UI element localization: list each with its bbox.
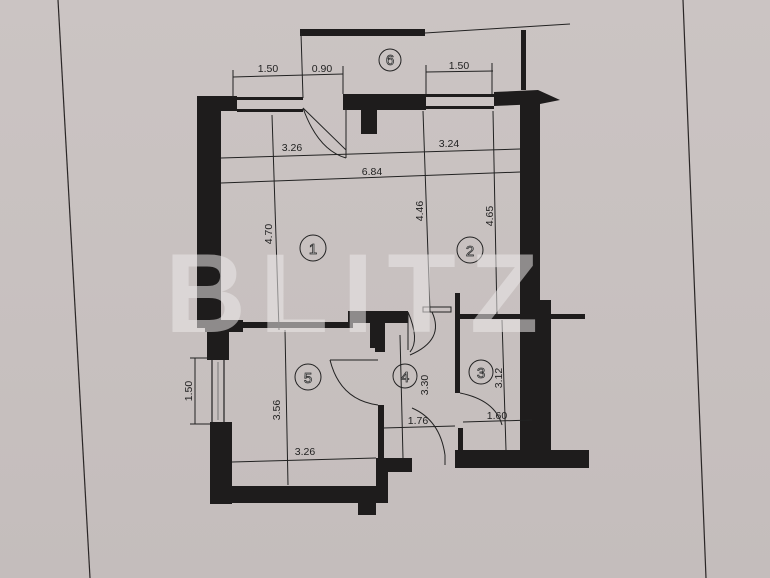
dim-room1-width: 3.26 — [282, 142, 303, 154]
room-2-label: 2 — [466, 243, 474, 260]
dim-room2-width: 3.24 — [439, 138, 460, 150]
room-6-label: 6 — [386, 52, 394, 69]
dim-room5-window: 1.50 — [183, 381, 195, 402]
dim-top-window-right: 1.50 — [449, 60, 470, 72]
dim-room3-depth: 3.12 — [493, 368, 505, 389]
dim-room5-depth: 3.56 — [271, 400, 283, 421]
dim-top-window-left: 1.50 — [258, 63, 279, 75]
room-5-marker — [294, 363, 322, 391]
page-margin-left — [57, 0, 91, 578]
dim-top-door: 0.90 — [312, 63, 333, 75]
room-1-label: 1 — [309, 241, 317, 258]
dimension-lines — [220, 63, 533, 486]
room-3-marker — [468, 359, 494, 385]
room-markers: 6 1 2 3 4 5 — [294, 48, 494, 391]
dim-room1-depth: 4.70 — [263, 224, 275, 245]
window-room-5 — [190, 357, 225, 425]
room-4-marker — [392, 363, 418, 389]
room-2-marker — [456, 236, 484, 264]
page-margin-right — [682, 0, 707, 578]
room-6-marker — [378, 48, 402, 72]
interior-walls — [243, 293, 585, 460]
room-1-marker — [299, 234, 327, 262]
balcony-room-6 — [300, 23, 571, 99]
dim-mid-depth: 4.46 — [414, 201, 426, 222]
outer-walls — [197, 90, 589, 515]
dimension-labels: 1.50 0.90 1.50 3.26 3.24 6.84 4.70 4.46 … — [183, 60, 507, 458]
dim-room2-depth: 4.65 — [484, 206, 496, 227]
room-5-label: 5 — [304, 370, 312, 387]
room-3-label: 3 — [477, 365, 485, 382]
room-4-label: 4 — [401, 369, 409, 386]
dim-total-width: 6.84 — [362, 166, 383, 178]
dim-room3-width: 1.60 — [487, 410, 508, 422]
dim-room4-width: 1.76 — [408, 415, 429, 427]
dim-room4-depth: 3.30 — [419, 375, 431, 396]
doors — [302, 107, 503, 465]
dim-room5-width: 3.26 — [295, 446, 316, 458]
